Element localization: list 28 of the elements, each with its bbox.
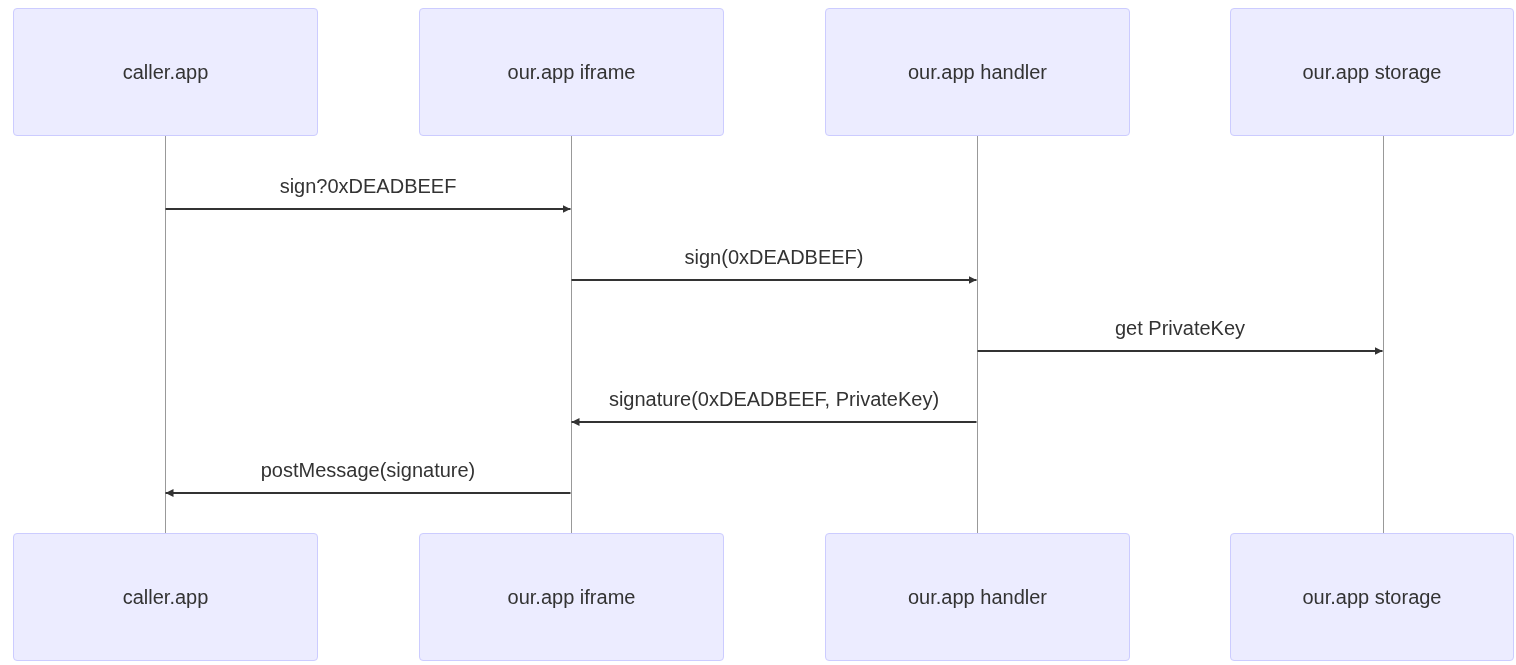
participant-box	[13, 8, 318, 136]
participant-name: our.app handler	[908, 60, 1047, 84]
message-label: sign?0xDEADBEEF	[277, 175, 459, 197]
message-arrow	[164, 205, 572, 213]
lifeline	[570, 136, 572, 533]
lifeline	[164, 136, 166, 533]
participant-name: our.app iframe	[507, 585, 636, 609]
participant-name: our.app iframe	[507, 60, 636, 84]
participant-box	[13, 533, 318, 661]
message-arrow	[570, 276, 978, 284]
participant-name: our.app storage	[1302, 60, 1442, 84]
message-arrow	[164, 489, 572, 497]
participant-name: caller.app	[122, 60, 209, 84]
message-arrow	[570, 418, 978, 426]
participant-name: our.app handler	[908, 585, 1047, 609]
participant-box	[1230, 8, 1514, 136]
participant-box	[825, 8, 1130, 136]
message-label: sign(0xDEADBEEF)	[682, 246, 866, 268]
message-arrow	[976, 347, 1384, 355]
participant-box	[825, 533, 1130, 661]
participant-box	[419, 533, 724, 661]
message-label: get PrivateKey	[1112, 317, 1248, 339]
participant-box	[419, 8, 724, 136]
lifeline	[976, 136, 978, 533]
participant-name: caller.app	[122, 585, 209, 609]
participant-box	[1230, 533, 1514, 661]
lifeline	[1382, 136, 1384, 533]
participant-name: our.app storage	[1302, 585, 1442, 609]
